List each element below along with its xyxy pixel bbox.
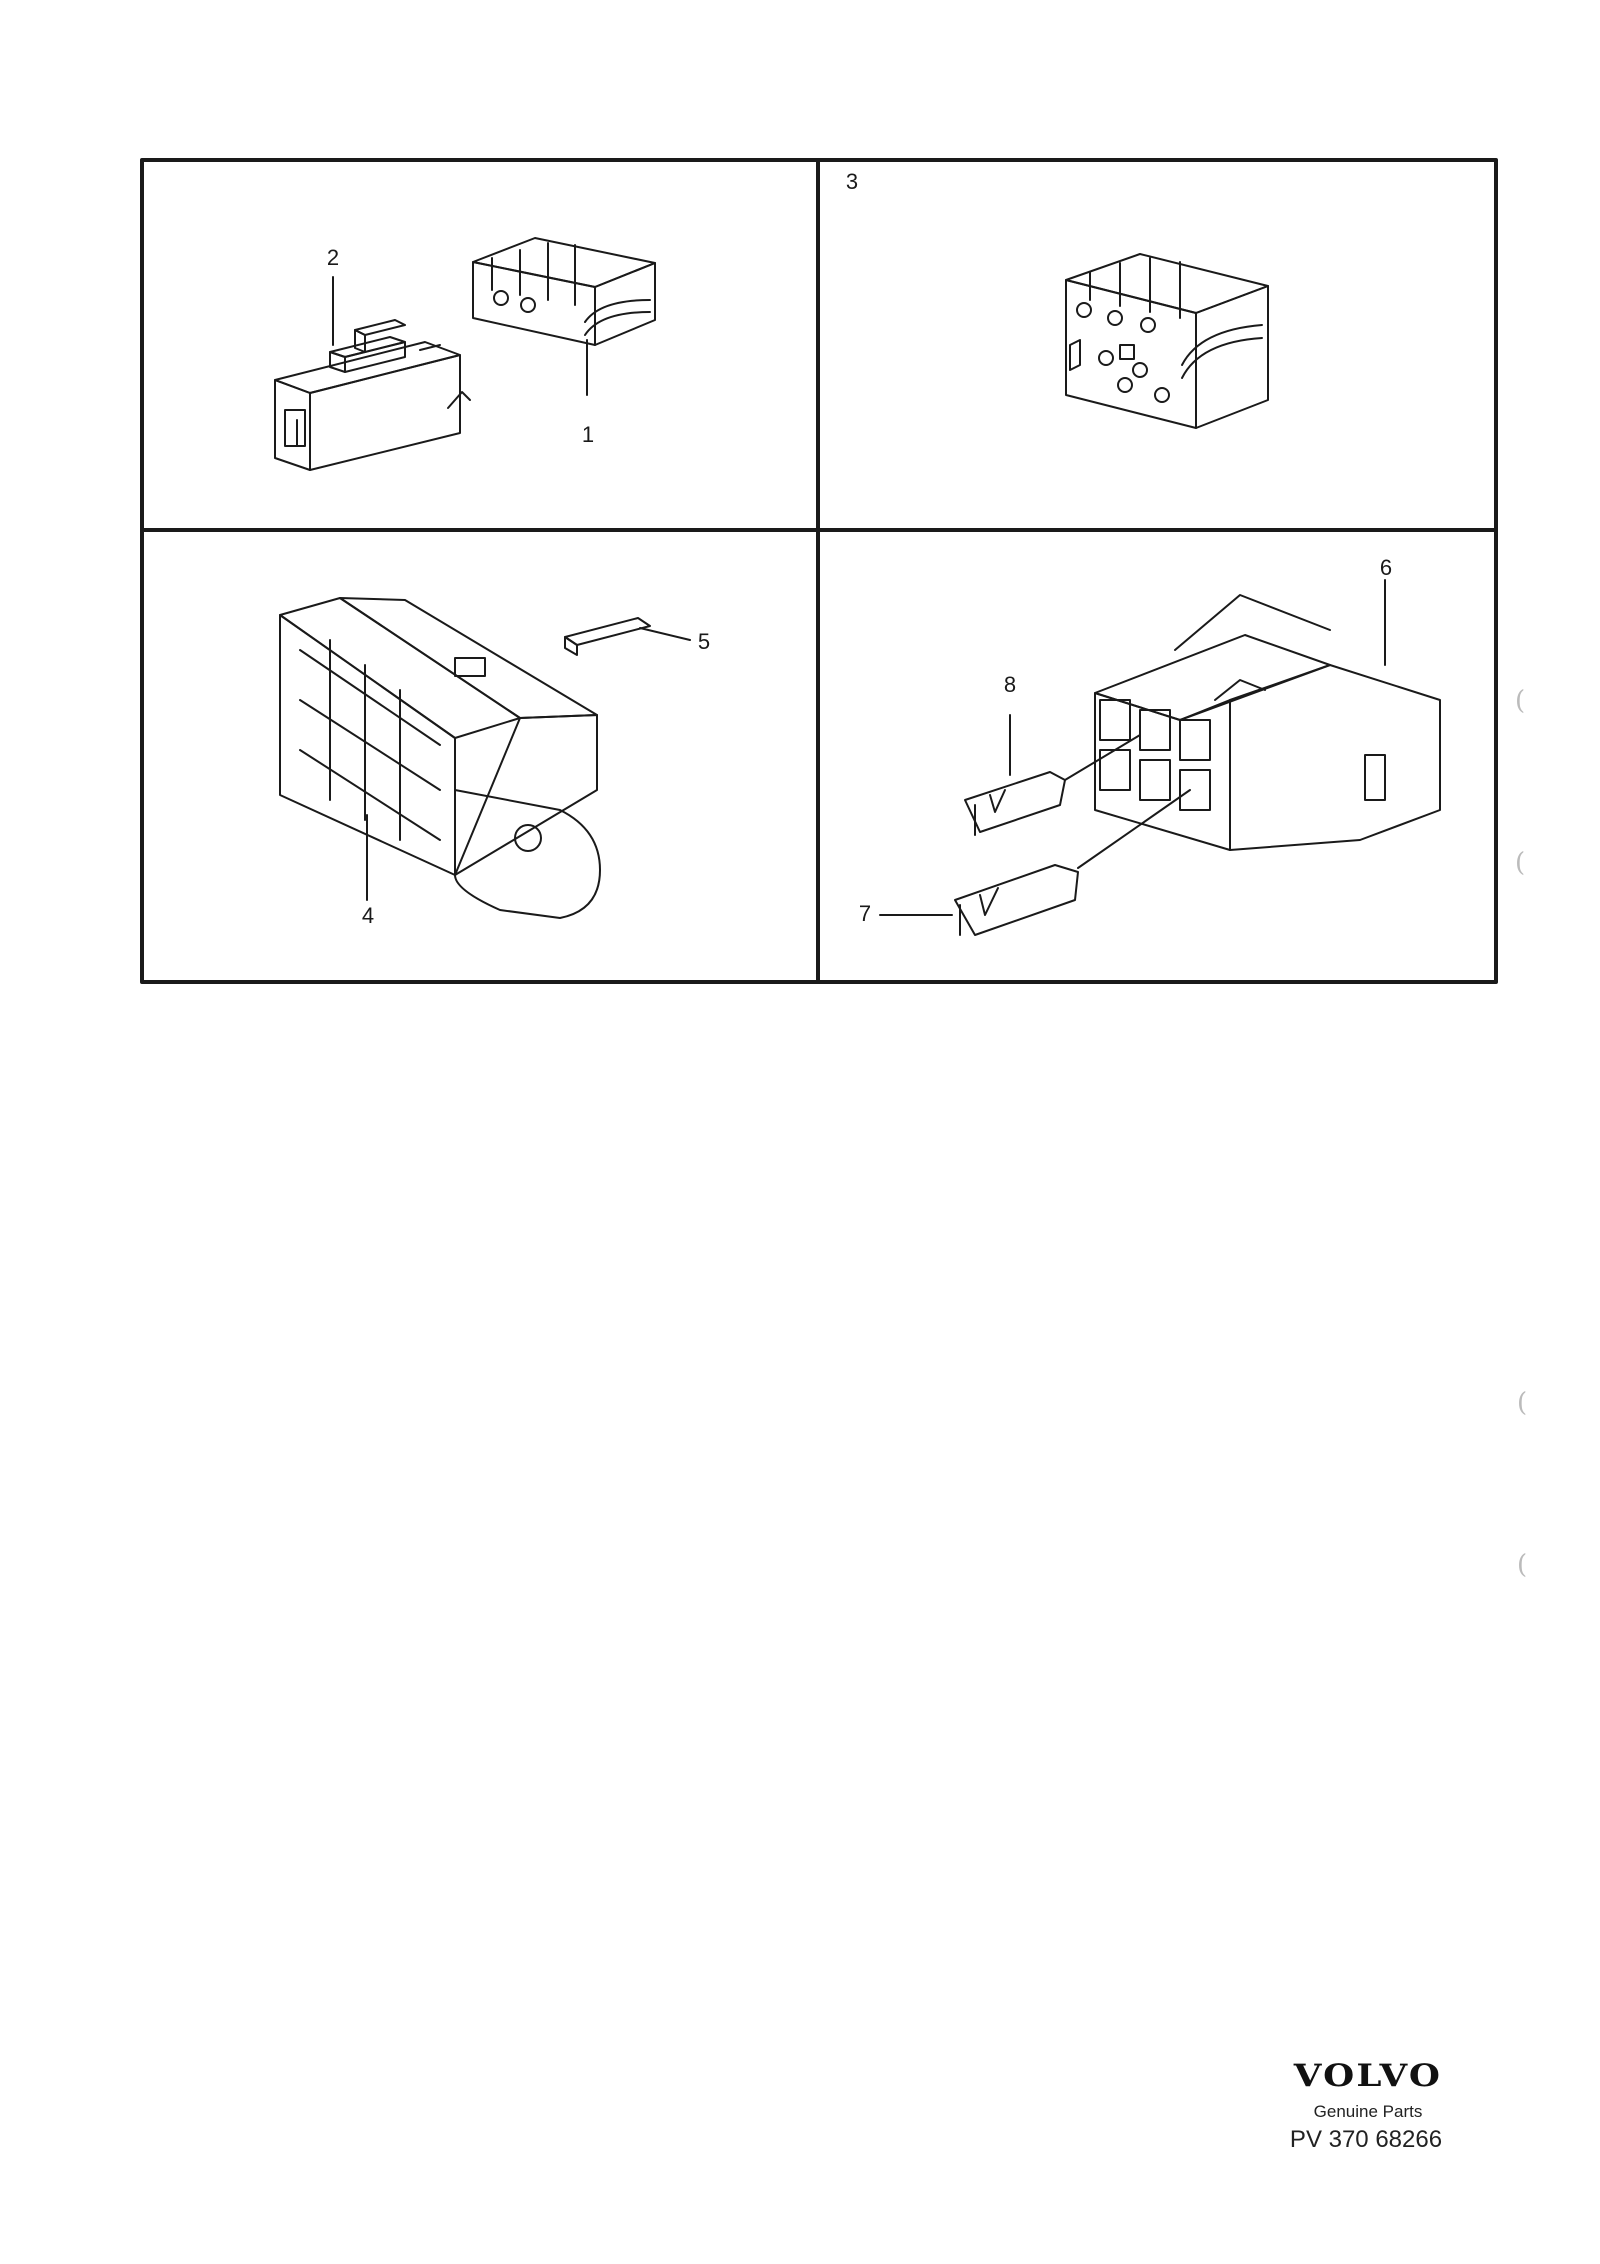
part-6-connector: [1094, 579, 1441, 851]
part-8-terminal: [964, 714, 1141, 836]
part-2-connector-housing: [274, 276, 471, 471]
diagram-frame: [140, 158, 1498, 984]
binder-mark-icon: (: [1517, 1550, 1528, 1580]
brand-subtitle: Genuine Parts: [1313, 2102, 1423, 2121]
callout-3: 3: [845, 169, 859, 194]
volvo-logo: VOLVO: [1293, 2058, 1443, 2094]
callout-4: 4: [361, 903, 375, 928]
callout-7: 7: [858, 901, 872, 926]
binder-mark-icon: (: [1517, 1388, 1528, 1418]
part-5-terminal: [564, 617, 691, 656]
callout-6: 6: [1379, 555, 1393, 580]
part-1-connector: [472, 237, 656, 396]
part-7-terminal: [879, 789, 1191, 936]
binder-mark-icon: (: [1515, 686, 1526, 716]
callout-2: 2: [326, 245, 340, 270]
binder-mark-icon: (: [1515, 848, 1526, 878]
callout-8: 8: [1003, 672, 1017, 697]
callout-5: 5: [697, 629, 711, 654]
part-4-connector-with-bracket: [279, 597, 601, 919]
callout-1: 1: [581, 422, 595, 447]
document-number: PV 370 68266: [1289, 2126, 1443, 2153]
part-3-connector: [1065, 253, 1269, 429]
